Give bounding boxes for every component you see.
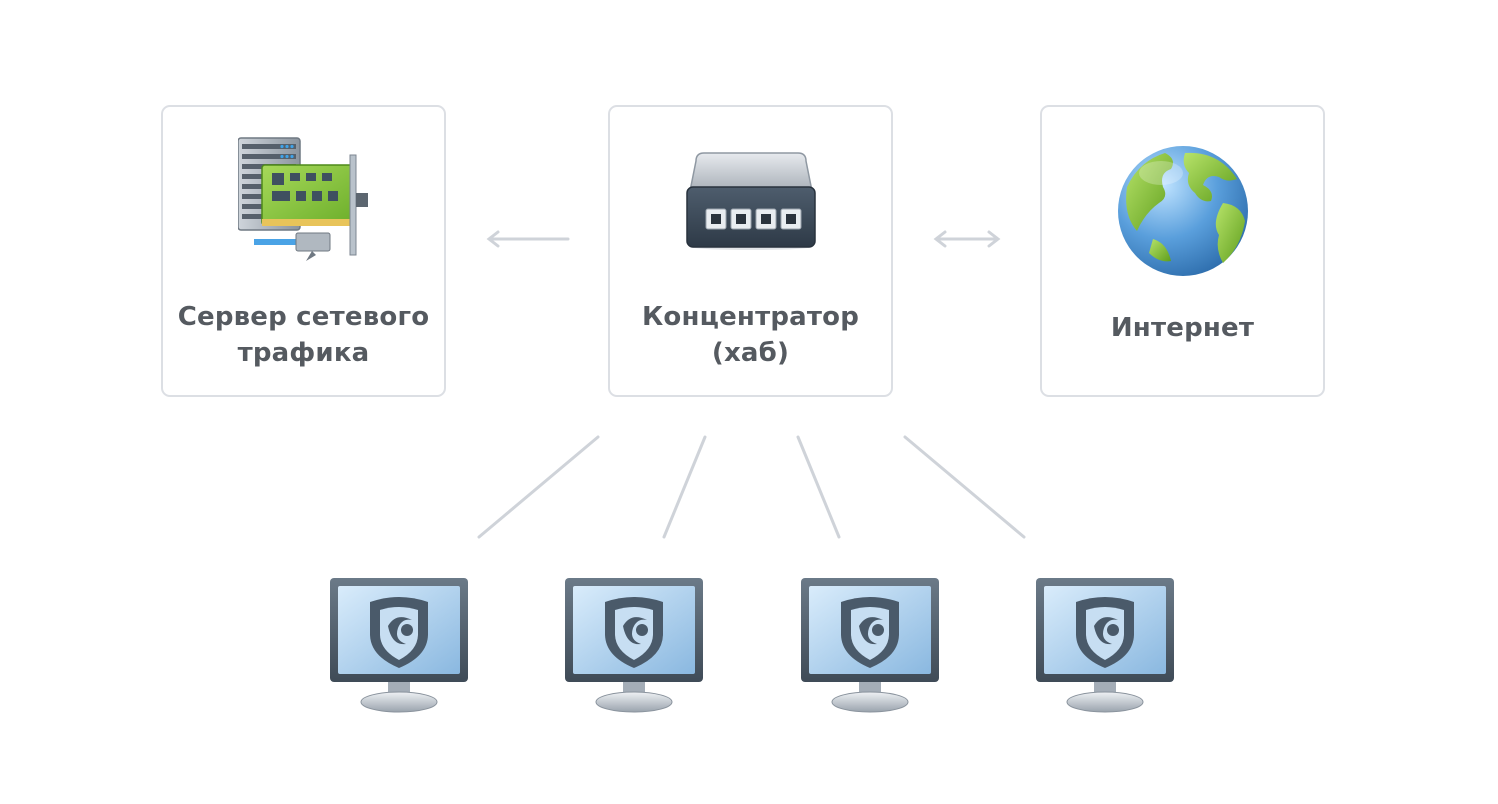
link-hub-to-computer-2 (662, 435, 707, 539)
protected-computer-icon (330, 578, 468, 713)
node-hub: Концентратор (хаб) (608, 105, 893, 397)
node-internet: Интернет (1040, 105, 1325, 397)
computer-2 (563, 576, 705, 718)
node-server: Сервер сетевого трафика (161, 105, 446, 397)
protected-computer-icon (565, 578, 703, 713)
computer-4 (1034, 576, 1176, 718)
server-label: Сервер сетевого трафика (177, 302, 430, 368)
globe-icon (1117, 146, 1248, 276)
link-hub-to-computer-1 (477, 435, 600, 539)
network-traffic-server-icon (237, 137, 368, 261)
computer-3 (799, 576, 941, 718)
internet-label: Интернет (1110, 313, 1255, 343)
arrowhead-internet-right (987, 230, 1001, 248)
computer-1 (328, 576, 470, 718)
link-hub-to-computer-4 (903, 435, 1026, 539)
protected-computer-icon (801, 578, 939, 713)
arrowhead-server (486, 230, 500, 248)
hub-label: Концентратор (хаб) (641, 302, 860, 368)
arrowhead-internet-left (933, 230, 947, 248)
link-hub-to-computer-3 (796, 435, 841, 539)
protected-computer-icon (1036, 578, 1174, 713)
network-hub-icon (685, 152, 816, 250)
